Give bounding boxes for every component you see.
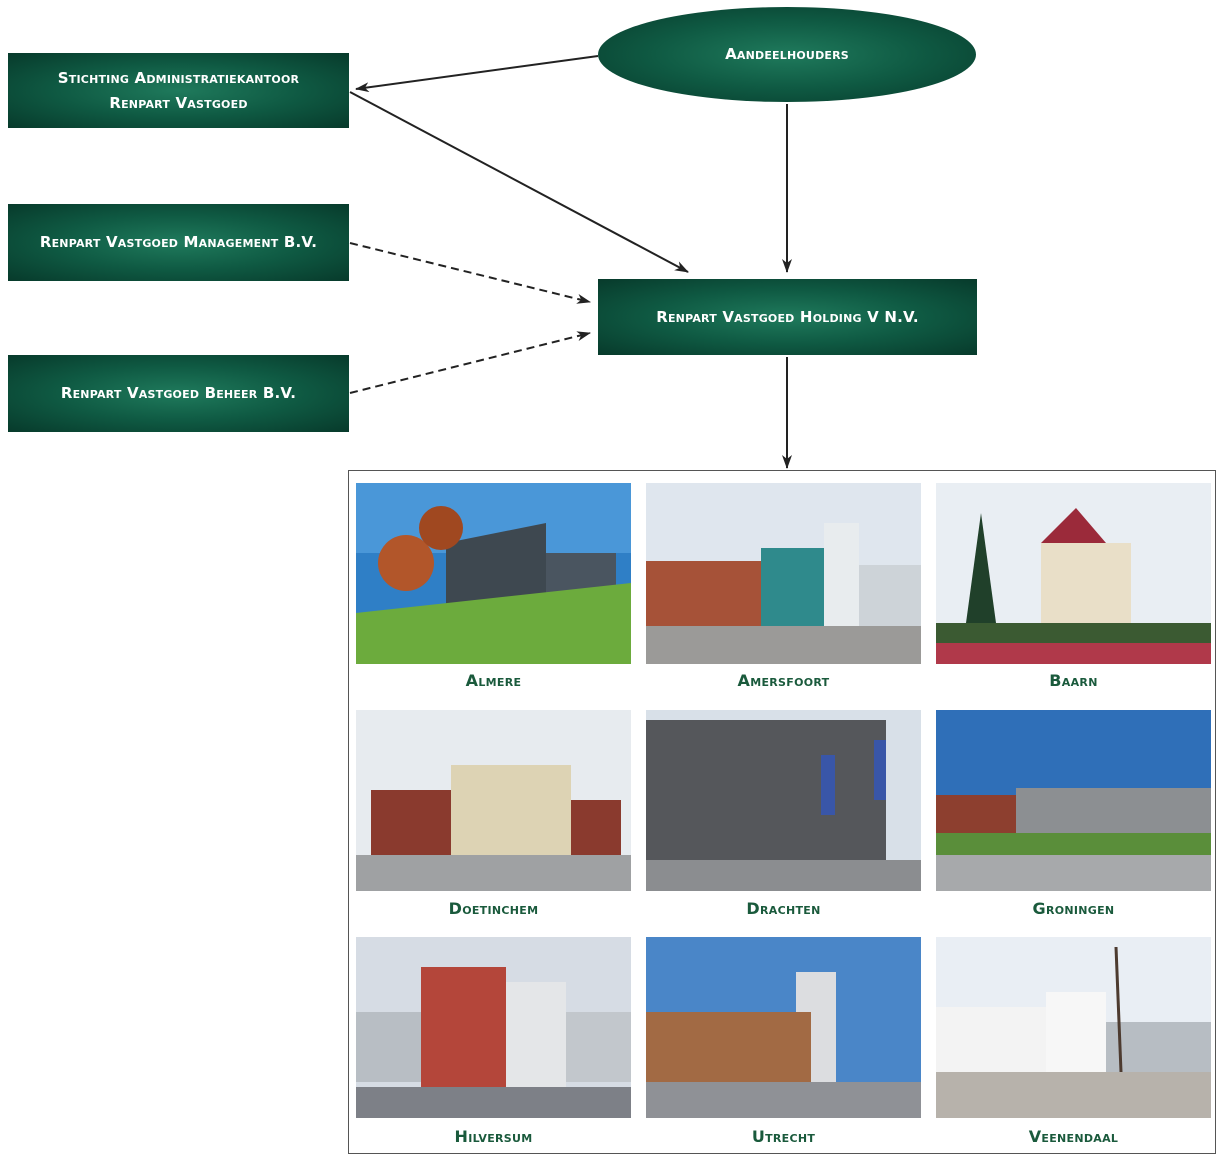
arrow-management-to-holding (349, 242, 591, 304)
photo-utrecht (646, 937, 921, 1118)
photo-groningen (936, 710, 1211, 891)
caption-utrecht: Utrecht (751, 1127, 816, 1146)
arrow-aandeelhouders-to-stichting (355, 55, 599, 93)
node-beheer: Renpart Vastgoed Beheer B.V. (8, 355, 349, 432)
caption-almere: Almere (465, 671, 522, 690)
node-aandeelhouders-label: Aandeelhouders (725, 45, 849, 63)
arrow-stichting-to-holding (349, 91, 689, 273)
node-stichting-line2: Renpart Vastgoed (109, 93, 248, 112)
node-management-label: Renpart Vastgoed Management B.V. (39, 233, 318, 251)
photo-hilversum (356, 937, 631, 1118)
arrow-beheer-to-holding (349, 331, 591, 394)
photo-amersfoort (646, 483, 921, 664)
caption-groningen: Groningen (1032, 899, 1115, 918)
photo-almere (356, 483, 631, 664)
node-beheer-label: Renpart Vastgoed Beheer B.V. (60, 384, 297, 402)
node-stichting-line1: Stichting Administratiekantoor (57, 68, 300, 87)
photo-doetinchem (356, 710, 631, 891)
caption-veenendaal: Veenendaal (1028, 1127, 1119, 1146)
photo-baarn (936, 483, 1211, 664)
caption-baarn: Baarn (1049, 671, 1098, 690)
caption-hilversum: Hilversum (454, 1127, 533, 1146)
node-management: Renpart Vastgoed Management B.V. (8, 204, 349, 281)
caption-amersfoort: Amersfoort (737, 671, 830, 690)
caption-drachten: Drachten (746, 899, 821, 918)
node-aandeelhouders: Aandeelhouders (598, 7, 976, 102)
properties-panel: Almere Amersfoort Baarn (348, 470, 1216, 1154)
node-holding-label: Renpart Vastgoed Holding V N.V. (656, 307, 919, 326)
caption-doetinchem: Doetinchem (448, 899, 539, 918)
photo-veenendaal (936, 937, 1211, 1118)
node-stichting-administratiekantoor: Stichting Administratiekantoor Renpart V… (8, 53, 349, 128)
photo-drachten (646, 710, 921, 891)
node-holding: Renpart Vastgoed Holding V N.V. (598, 279, 977, 355)
